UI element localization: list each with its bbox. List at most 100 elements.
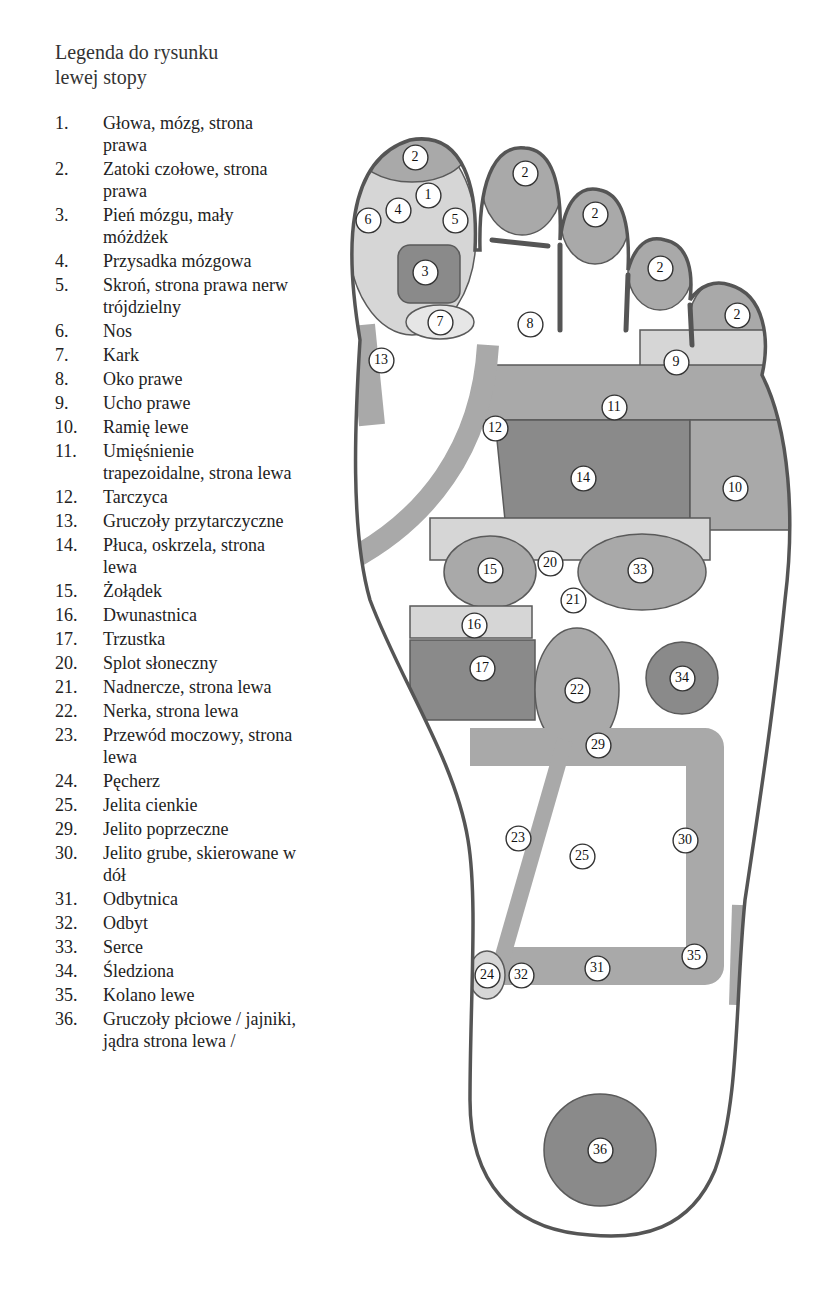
callout-circle: 22 [564,677,591,704]
callout-number: 33 [627,562,654,578]
callout-number: 25 [569,848,596,864]
callout-circle: 1 [415,182,442,209]
callout-number: 22 [564,682,591,698]
legend-row: 35.Kolano lewe [55,984,305,1006]
legend-text: Serce [103,936,298,958]
legend-row: 11.Umięśnienie trapezoidalne, strona lew… [55,440,305,484]
legend-number: 30. [55,842,103,886]
callout-number: 17 [469,660,496,676]
legend-number: 2. [55,158,103,202]
callout-circle: 32 [508,962,535,989]
legend-number: 36. [55,1008,103,1052]
legend-list: 1.Głowa, mózg, strona prawa2.Zatoki czoł… [55,112,305,1054]
callout-circle: 10 [722,475,749,502]
legend-number: 20. [55,652,103,674]
callout-circle: 4 [385,197,412,224]
callout-number: 15 [477,562,504,578]
callout-circle: 3 [412,259,439,286]
legend-text: Przysadka mózgowa [103,250,298,272]
legend-number: 23. [55,724,103,768]
legend-text: Ramię lewe [103,416,298,438]
legend-row: 10.Ramię lewe [55,416,305,438]
callout-number: 9 [663,354,690,370]
callout-circle: 2 [647,255,674,282]
callout-number: 36 [587,1142,614,1158]
legend-text: Tarczyca [103,486,298,508]
legend-text: Nadnercze, strona lewa [103,676,298,698]
legend-number: 25. [55,794,103,816]
callout-number: 35 [681,948,708,964]
legend-row: 9.Ucho prawe [55,392,305,414]
legend-row: 32.Odbyt [55,912,305,934]
legend-row: 16.Dwunastnica [55,604,305,626]
legend-number: 31. [55,888,103,910]
legend-row: 17.Trzustka [55,628,305,650]
legend-text: Ucho prawe [103,392,298,414]
callout-number: 2 [512,165,539,181]
legend-row: 29.Jelito poprzeczne [55,818,305,840]
legend-text: Dwunastnica [103,604,298,626]
callout-number: 16 [461,617,488,633]
legend-row: 1.Głowa, mózg, strona prawa [55,112,305,156]
legend-text: Odbytnica [103,888,298,910]
callout-circle: 20 [537,550,564,577]
legend-text: Kolano lewe [103,984,298,1006]
callout-circle: 31 [584,955,611,982]
legend-row: 3.Pień mózgu, mały móżdżek [55,204,305,248]
legend-number: 32. [55,912,103,934]
legend-text: Głowa, mózg, strona prawa [103,112,298,156]
callout-number: 8 [517,316,544,332]
legend-row: 20.Splot słoneczny [55,652,305,674]
callout-circle: 2 [512,160,539,187]
legend-text: Nerka, strona lewa [103,700,298,722]
callout-circle: 16 [461,612,488,639]
callout-number: 10 [722,480,749,496]
legend-number: 29. [55,818,103,840]
legend-row: 36.Gruczoły płciowe / jajniki, jądra str… [55,1008,305,1052]
callout-circle: 23 [505,825,532,852]
legend-text: Nos [103,320,298,342]
callout-circle: 7 [427,309,454,336]
legend-title: Legenda do rysunku lewej stopy [55,40,255,90]
callout-circle: 15 [477,557,504,584]
legend-text: Jelito poprzeczne [103,818,298,840]
legend-number: 4. [55,250,103,272]
callout-number: 4 [385,202,412,218]
legend-text: Jelita cienkie [103,794,298,816]
callout-circle: 13 [368,347,395,374]
legend-number: 9. [55,392,103,414]
callout-circle: 2 [582,201,609,228]
legend-number: 21. [55,676,103,698]
legend-text: Pień mózgu, mały móżdżek [103,204,298,248]
legend-row: 25.Jelita cienkie [55,794,305,816]
legend-row: 31.Odbytnica [55,888,305,910]
legend-row: 15.Żołądek [55,580,305,602]
legend-number: 13. [55,510,103,532]
legend-row: 13.Gruczoły przytarczyczne [55,510,305,532]
legend-row: 12.Tarczyca [55,486,305,508]
legend-text: Płuca, oskrzela, strona lewa [103,534,298,578]
legend-number: 10. [55,416,103,438]
callout-circle: 29 [585,732,612,759]
callout-circle: 14 [570,465,597,492]
callout-number: 13 [368,352,395,368]
legend-number: 6. [55,320,103,342]
callout-number: 29 [585,737,612,753]
legend-row: 21.Nadnercze, strona lewa [55,676,305,698]
legend-text: Kark [103,344,298,366]
callout-circle: 5 [442,207,469,234]
legend-number: 8. [55,368,103,390]
legend-number: 24. [55,770,103,792]
callout-circle: 12 [482,415,509,442]
legend-text: Gruczoły przytarczyczne [103,510,298,532]
callout-number: 2 [402,149,429,165]
callout-number: 20 [537,555,564,571]
legend-text: Zatoki czołowe, strona prawa [103,158,298,202]
legend-number: 14. [55,534,103,578]
legend-row: 5.Skroń, strona prawa nerw trójdzielny [55,274,305,318]
callout-number: 34 [669,670,696,686]
callout-number: 2 [724,307,751,323]
legend-row: 14.Płuca, oskrzela, strona lewa [55,534,305,578]
legend-number: 1. [55,112,103,156]
